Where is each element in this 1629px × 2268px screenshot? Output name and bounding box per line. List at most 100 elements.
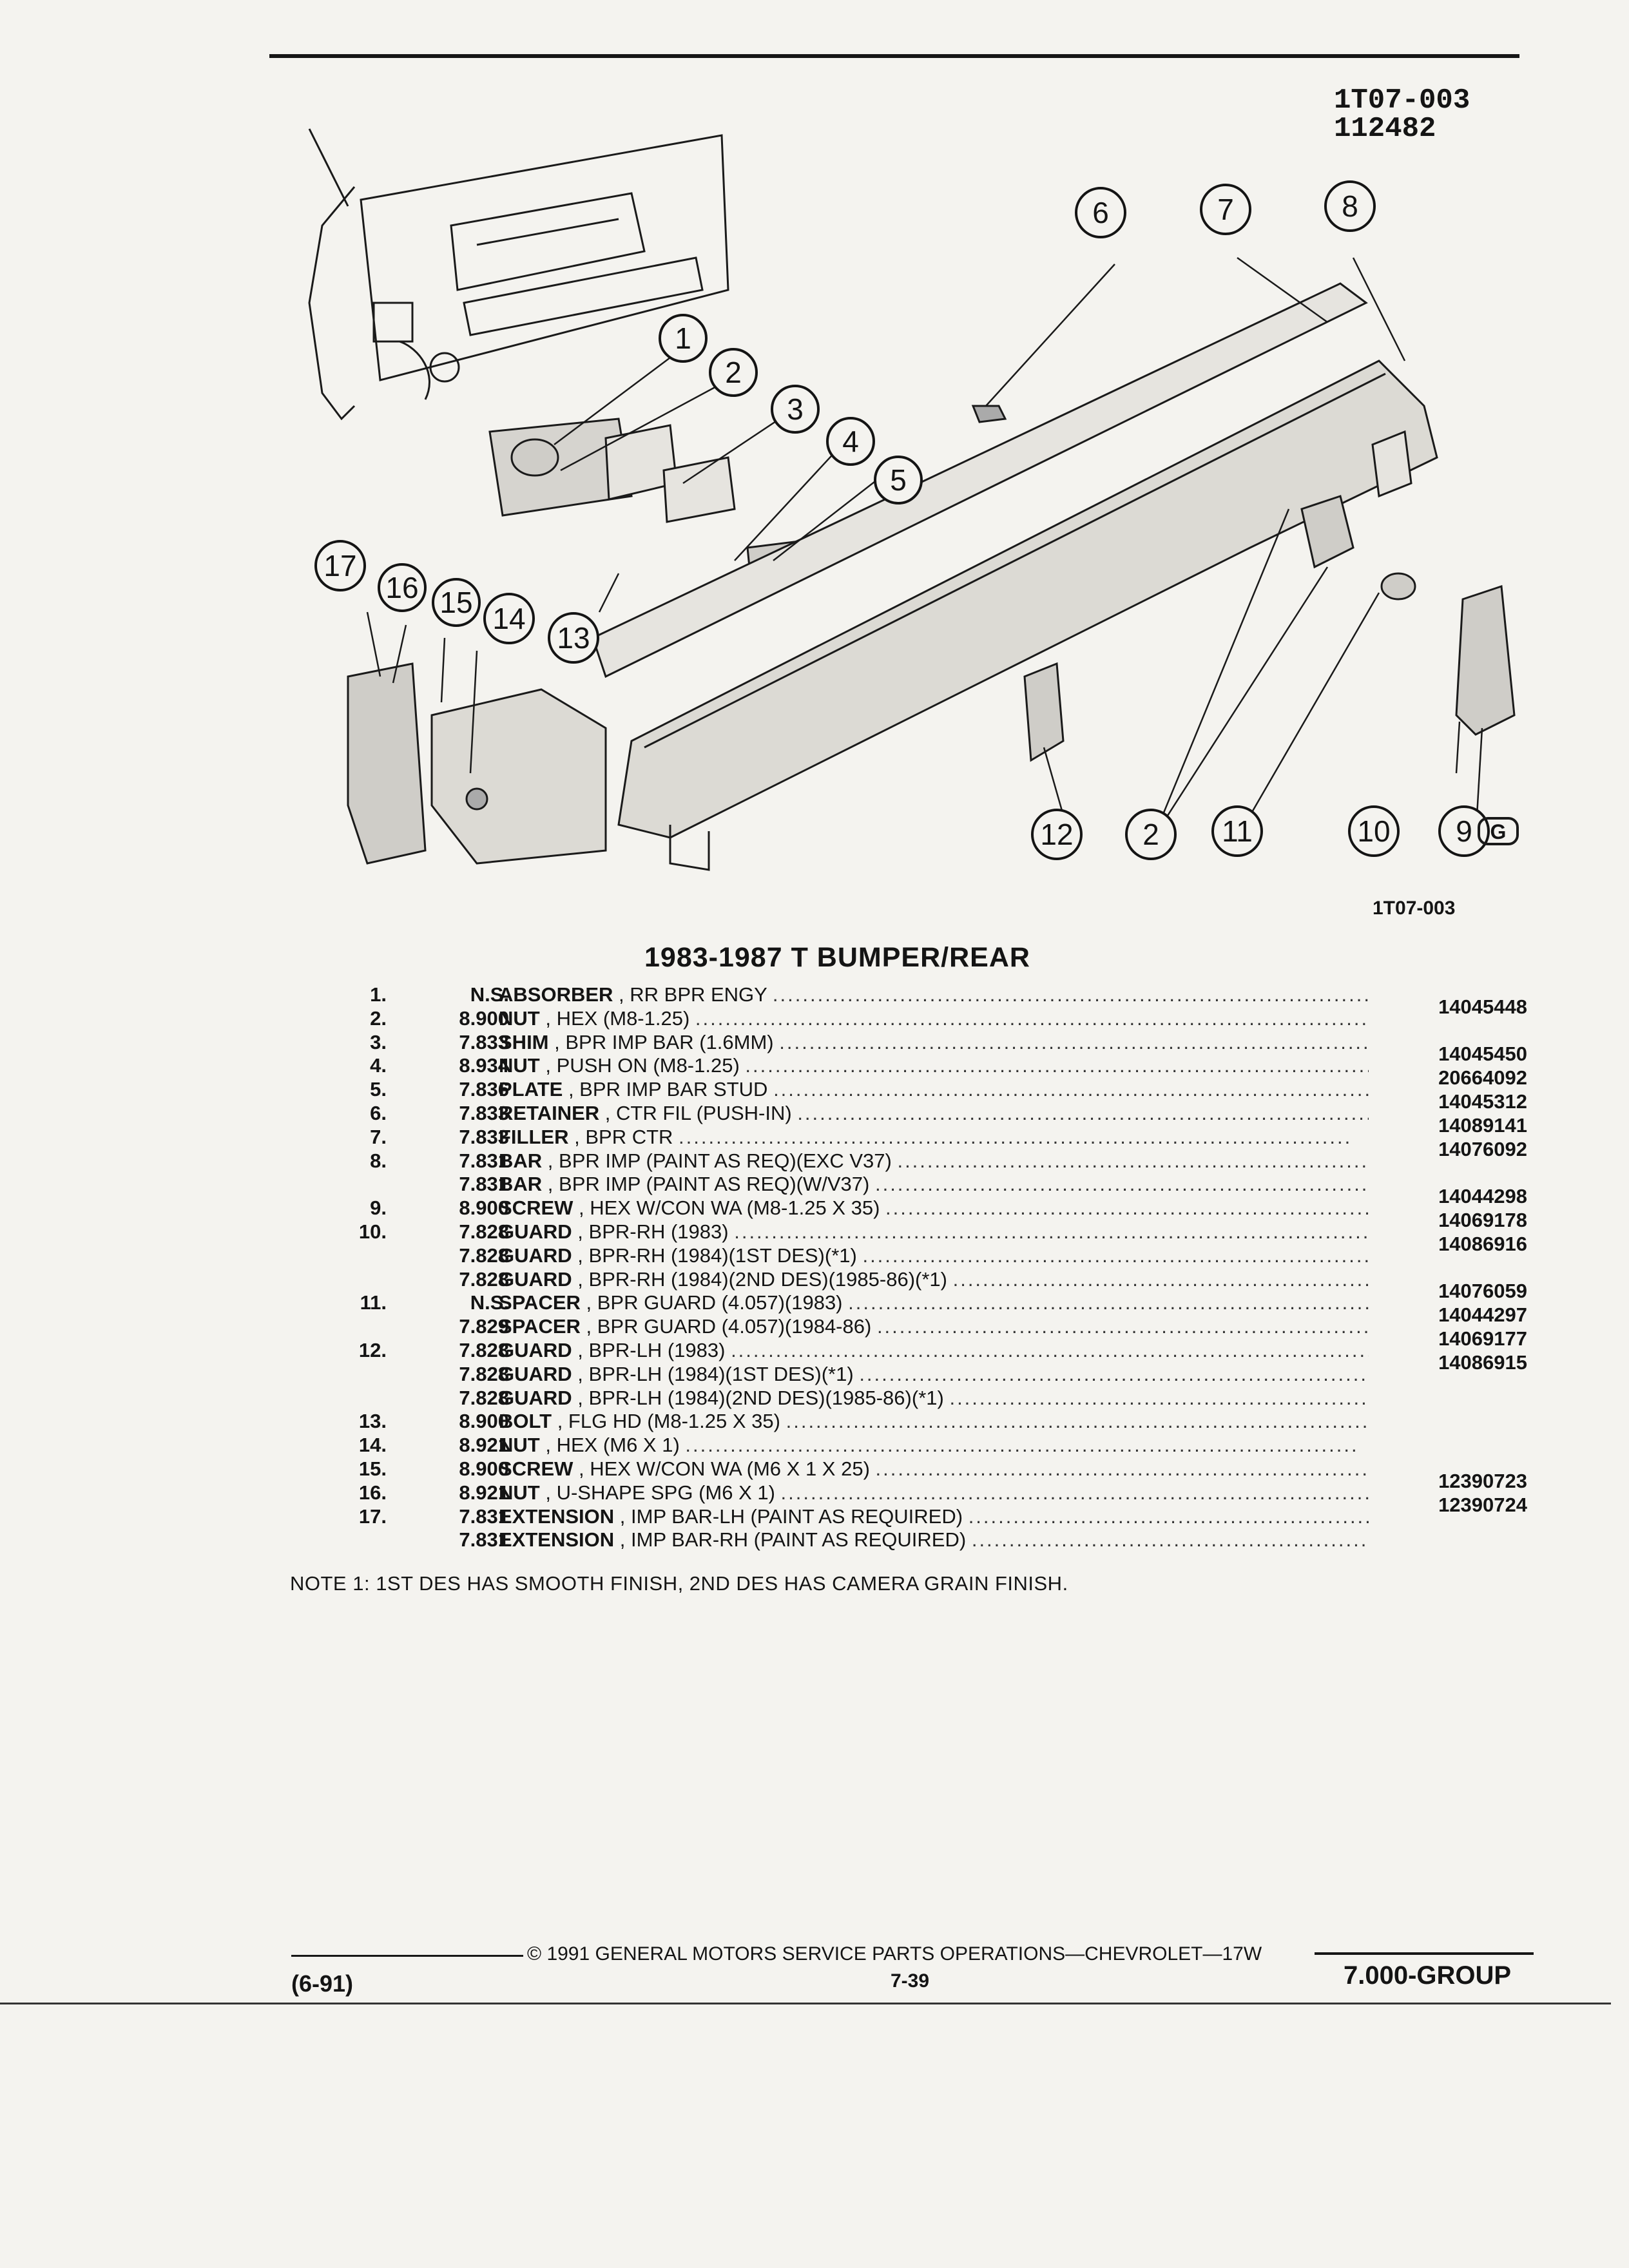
group-number: 7.836 [459,1078,509,1101]
part-detail: , HEX W/CON WA (M8-1.25 X 35) [579,1196,880,1220]
leader-dots: ........................................… [772,983,1369,1006]
part-name: SCREW [499,1196,574,1220]
part-name: EXTENSION [499,1528,615,1552]
top-rule [269,54,1519,58]
leader-dots: ........................................… [745,1054,1369,1077]
group-number: 7.828 [459,1338,509,1361]
part-detail: , BPR-RH (1983) [577,1220,729,1243]
part-number: 14044297 [1438,1303,1527,1327]
footer-group: 7.000-GROUP [1344,1961,1512,1990]
exploded-parts-diagram: 1 2 3 4 5 6 7 8 9 10 11 12 2 13 14 15 16… [308,128,1519,871]
part-name: SHIM [499,1030,549,1053]
group-number: 7.833 [459,1101,509,1124]
item-number: 12. [358,1338,387,1361]
part-detail: , BPR-LH (1984)(2ND DES)(1985-86)(*1) [577,1386,944,1409]
footer-rule-left [291,1955,523,1957]
part-detail: , HEX (M6 X 1) [545,1434,680,1457]
part-number: 20664092 [1438,1066,1527,1090]
part-number: 14045448 [1438,995,1527,1018]
item-number: 3. [370,1030,387,1053]
callout-2: 2 [725,356,742,389]
bumper-components [347,282,1516,871]
leader-dots: ........................................… [679,1125,1353,1148]
part-description: BOLT , FLG HD (M8-1.25 X 35) ...........… [499,1410,1369,1434]
item-number: 14. [358,1434,387,1457]
part-name: EXTENSION [499,1504,615,1528]
part-description: NUT , HEX (M6 X 1) .....................… [499,1434,1369,1457]
part-detail: , BPR-LH (1983) [577,1338,726,1361]
leader-dots: ........................................… [695,1006,1369,1030]
part-detail: , BPR CTR [574,1125,673,1148]
parts-row: 11.N.S.SPACER , BPR GUARD (4.057)(1983) … [348,1280,1527,1315]
part-description: GUARD , BPR-LH (1984)(2ND DES)(1985-86)(… [499,1387,1369,1410]
part-name: BAR [499,1173,543,1196]
figure-code: 1T07-003 [1373,898,1456,919]
part-name: GUARD [499,1244,572,1267]
group-number: 8.900 [459,1006,509,1030]
gm-logo-letter: G [1490,820,1507,843]
leader-dots: ........................................… [897,1149,1369,1172]
part-name: PLATE [499,1078,563,1101]
group-number: 7.828 [459,1362,509,1385]
leader-dots: ........................................… [862,1244,1369,1267]
part-name: GUARD [499,1267,572,1291]
item-number: 7. [370,1125,387,1148]
part-detail: , HEX W/CON WA (M6 X 1 X 25) [579,1457,870,1480]
leader-dots: ........................................… [971,1528,1369,1552]
group-number: 7.829 [459,1315,509,1338]
part-detail: , BPR IMP BAR STUD [568,1078,768,1101]
callout-markers: 1 2 3 4 5 6 7 8 9 10 11 12 2 13 14 15 16… [314,180,1490,860]
leader-dots: ........................................… [779,1030,1369,1053]
part-detail: , BPR IMP (PAINT AS REQ)(EXC V37) [547,1149,892,1172]
leader-dots: ........................................… [859,1362,1369,1385]
part-description: NUT , U-SHAPE SPG (M6 X 1) .............… [499,1481,1369,1505]
part-description: EXTENSION , IMP BAR-LH (PAINT AS REQUIRE… [499,1505,1369,1529]
leader-dots: ........................................… [875,1457,1369,1480]
part-description: GUARD , BPR-RH (1984)(2ND DES)(1985-86)(… [499,1268,1369,1292]
part-detail: , U-SHAPE SPG (M6 X 1) [545,1481,775,1504]
group-number: 7.833 [459,1030,509,1053]
footer-page-number: 7-39 [891,1970,930,1992]
group-number: N.S. [470,1291,509,1314]
part-number: 14044298 [1438,1185,1527,1208]
part-name: NUT [499,1481,540,1504]
item-number: 9. [370,1196,387,1220]
leader-lines [366,256,1483,838]
part-name: SPACER [499,1291,581,1314]
part-description: SHIM , BPR IMP BAR (1.6MM) .............… [499,1031,1369,1055]
leader-dots: ........................................… [797,1101,1369,1124]
page-title: 1983-1987 T BUMPER/REAR [644,942,1030,973]
parts-row: 1.N.S.ABSORBER , RR BPR ENGY ...........… [348,983,1527,1007]
group-number: 7.831 [459,1173,509,1196]
leader-dots: ........................................… [874,1173,1369,1196]
group-number: 8.921 [459,1434,509,1457]
part-name: GUARD [499,1338,572,1361]
bottom-rule [0,2003,1611,2004]
callout-3: 3 [787,392,804,426]
part-number: 14089141 [1438,1113,1527,1137]
part-description: SCREW , HEX W/CON WA (M8-1.25 X 35) ....… [499,1196,1369,1220]
callout-13: 13 [557,621,590,655]
item-number: 6. [370,1101,387,1124]
callout-16: 16 [385,571,418,604]
gm-logo: G [1478,817,1519,845]
item-number: 15. [358,1457,387,1480]
item-number: 13. [358,1410,387,1433]
part-description: GUARD , BPR-RH (1984)(1ST DES)(*1) .....… [499,1244,1369,1268]
part-name: FILLER [499,1125,569,1148]
part-detail: , RR BPR ENGY [619,983,767,1006]
part-name: GUARD [499,1220,572,1243]
part-detail: , HEX (M8-1.25) [545,1006,690,1030]
doc-number: 112482 [1334,113,1436,145]
